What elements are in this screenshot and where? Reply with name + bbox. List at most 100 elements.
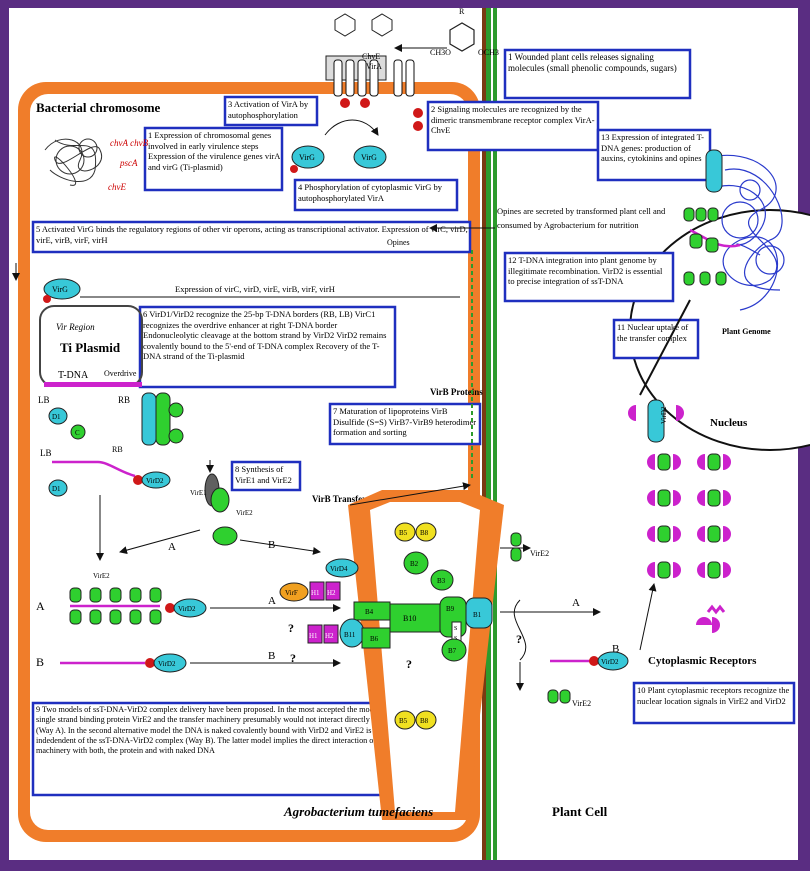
plant-genome-tangle (699, 154, 785, 311)
importin (628, 405, 636, 421)
vire2-label: VirE2 (572, 699, 591, 708)
vire2-protein (510, 532, 522, 547)
step-box-8: 8 Synthesis of VirE1 and VirE2 (230, 460, 302, 492)
step-12-text: 12 T-DNA integration into plant genome b… (508, 255, 663, 286)
h1-label: H1 (311, 589, 320, 597)
step-box-6: 6 VirD1/VirD2 recognize the 25-bp T-DNA … (138, 305, 397, 389)
virc-protein (70, 424, 86, 440)
plant-cell-label: Plant Cell (552, 804, 608, 819)
rb-label-2: RB (112, 445, 123, 454)
b6-label: B6 (370, 635, 379, 643)
gene-chve-label: chvE (108, 182, 126, 192)
h1-label: H1 (309, 632, 318, 640)
virb2-protein (403, 551, 429, 575)
vird2-protein (173, 598, 207, 618)
vird2-label: VirD2 (146, 477, 164, 485)
virg-protein (353, 145, 387, 169)
virb7-protein (441, 638, 467, 662)
virb8-protein (415, 522, 437, 542)
step-box-3: 3 Activation of VirA by autophosphorylat… (223, 95, 319, 127)
vir-region-label: Vir Region (56, 322, 95, 332)
vird4-protein (325, 558, 359, 578)
step-6-text: 6 VirD1/VirD2 recognize the 25-bp T-DNA … (143, 309, 387, 361)
opines-label: Opines (387, 238, 410, 247)
step-5-text: 5 Activated VirG binds the regulatory re… (36, 224, 468, 245)
vird2-label: VirD2 (660, 406, 668, 424)
step-box-1b: 1 Expression of chromosomal genes involv… (143, 126, 284, 192)
way-a-row-label: A (36, 599, 45, 613)
importin (676, 405, 684, 421)
vire2-coated-complex (69, 587, 162, 625)
virg-protein (291, 145, 325, 169)
receptor-complex: ChvE VirA (325, 13, 423, 131)
way-b-row-label: B (36, 655, 44, 669)
vire1-label: VirE1 (190, 489, 207, 497)
step-1b-text: 1 Expression of chromosomal genes involv… (148, 130, 280, 172)
r-label: R (459, 7, 465, 16)
vird2-vertical (705, 149, 723, 193)
virh2-protein (325, 581, 341, 601)
plant-way-b-label: B (612, 643, 619, 655)
step-1-text: 1 Wounded plant cells releases signaling… (508, 52, 677, 73)
step-10-text: 10 Plant cytoplasmic receptors recognize… (637, 685, 790, 706)
vird1-label: D1 (52, 485, 61, 493)
virh1-protein (309, 581, 325, 601)
virf-protein (279, 582, 309, 602)
virh1-protein (307, 624, 323, 644)
nuclear-import-complexes (647, 453, 731, 579)
nucleus-label: Nucleus (710, 417, 748, 429)
way-b-arrow-label: B (268, 650, 275, 662)
b5-label: B5 (399, 717, 408, 725)
tdna-segment (44, 382, 142, 387)
nuclear-import-arrow (639, 299, 691, 396)
step-9-text: 9 Two models of ssT-DNA-VirD2 complex de… (36, 705, 421, 756)
virb1-protein (465, 597, 493, 629)
phospho-dot (413, 108, 423, 118)
step-3-text: 3 Activation of VirA by autophosphorylat… (228, 99, 309, 120)
step-7-text: 7 Maturation of lipoproteins VirB Disulf… (333, 406, 477, 437)
way-b-label: B (268, 539, 275, 551)
branch-curve (513, 599, 527, 661)
step-box-9: 9 Two models of ssT-DNA-VirD2 complex de… (31, 701, 425, 797)
rb-label: RB (118, 395, 130, 405)
lb-label: LB (38, 395, 50, 405)
vird2-label: VirD2 (158, 660, 176, 668)
step-box-2: 2 Signaling molecules are recognized by … (426, 100, 600, 152)
expression-line-label: Expression of virC, virD, virE, virB, vi… (175, 284, 335, 294)
virb10-protein (389, 603, 441, 633)
gene-psca-label: pscA (119, 158, 138, 168)
gene-chva-label: chvA chvB (110, 138, 149, 148)
step-11-text: 11 Nuclear uptake of the transfer comple… (617, 322, 689, 343)
virg-protein (43, 278, 81, 300)
vire2-protein (510, 547, 522, 562)
virg-label: VirG (299, 153, 315, 162)
b5-label: B5 (399, 529, 408, 537)
question-mark: ? (516, 632, 522, 646)
virb3-protein (430, 569, 454, 591)
b7-label: B7 (448, 647, 457, 655)
vird2-label: VirD2 (601, 658, 619, 666)
phospho-dot (413, 121, 423, 131)
h2-label: H2 (327, 589, 336, 597)
h2-label: H2 (325, 632, 334, 640)
way-a-arrow-label: A (268, 595, 276, 607)
phospho-dot (589, 656, 599, 666)
b8-label: B8 (420, 717, 429, 725)
chromosome-title: Bacterial chromosome (36, 100, 161, 115)
vird2-protein (141, 471, 171, 489)
virb5-protein (394, 522, 416, 542)
virb5-protein (394, 710, 416, 730)
tdna-strand (52, 460, 136, 478)
virb-proteins-label: VirB Proteins (430, 387, 483, 397)
step-box-10: 10 Plant cytoplasmic receptors recognize… (632, 681, 796, 725)
chromosome-tangle (44, 138, 103, 186)
vird1-protein (48, 479, 68, 497)
step-box-11: 11 Nuclear uptake of the transfer comple… (612, 318, 700, 360)
vire2-protein (547, 689, 559, 704)
vird2-label: VirD2 (178, 605, 196, 613)
b10-label: B10 (403, 614, 416, 623)
virh2-protein (323, 624, 339, 644)
phospho-dot (290, 165, 298, 173)
vird2-protein (597, 651, 629, 671)
